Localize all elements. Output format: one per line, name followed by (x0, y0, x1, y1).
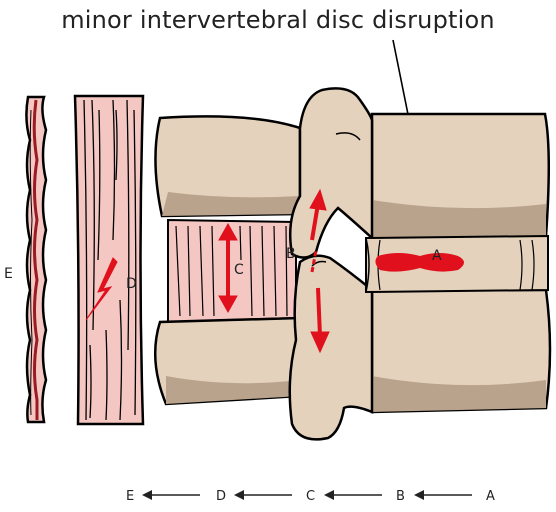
sequence-label: C (306, 489, 315, 504)
sequence-label: A (486, 489, 495, 504)
interspinous-ligament-c (168, 220, 296, 322)
sequence-label: E (126, 489, 134, 504)
left-arrow-icon (234, 490, 292, 500)
left-arrow-icon (414, 490, 472, 500)
sequence-row: E D C B A (126, 489, 495, 504)
left-arrow-icon (324, 490, 382, 500)
label-d: D (126, 276, 137, 292)
sequence-label: D (216, 489, 226, 504)
label-b: B (286, 246, 296, 262)
label-c: C (234, 262, 244, 278)
left-arrow-icon (142, 490, 200, 500)
skin-strip-e (26, 97, 46, 422)
ligament-band-d (75, 96, 143, 424)
sequence-label: B (396, 489, 405, 504)
label-e: E (4, 266, 13, 282)
label-a: A (432, 248, 442, 264)
intervertebral-disc (366, 236, 548, 292)
